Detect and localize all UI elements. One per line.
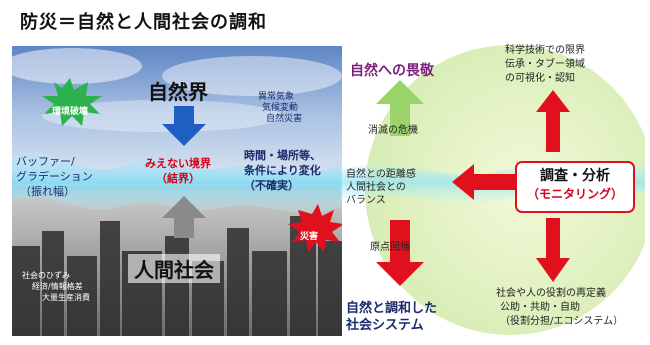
buffer-wave [12, 152, 342, 214]
arrow-down-blue [162, 106, 206, 146]
survey-label: 調査・分析 （モニタリング） [526, 168, 623, 201]
awe-label: 自然への畏敬 [350, 63, 434, 79]
env-destruction-burst [42, 78, 102, 126]
nature-label: 自然界 [148, 80, 208, 104]
city-silhouette [12, 216, 342, 336]
distance-label: 自然との距離感 人間社会との バランス [346, 169, 416, 206]
arrow-down-red-right [536, 218, 570, 282]
analysis-diagram [340, 45, 645, 335]
extinction-label: 消滅の危機 [368, 125, 418, 136]
disaster-label: 災害 [300, 232, 319, 242]
science-label: 科学技術での限界 伝承・タブー領域 の可視化・認知 [505, 45, 585, 84]
arrow-up-green [376, 80, 424, 136]
disaster-burst [288, 204, 342, 252]
invisible-boundary-label: みえない境界 （結界） [145, 157, 211, 185]
harmony-label: 自然と調和した 社会システム [346, 301, 438, 333]
roles-label: 社会や人の役割の再定義 公助・共助・自助 （役割分担/エコシステム） [496, 288, 624, 327]
arrow-down-red-left [376, 220, 424, 286]
abnormal-list: 異常気象 気候変動 自然災害 [258, 92, 302, 125]
time-place-label: 時間・場所等、 条件により変化 （不確実） [244, 149, 321, 192]
abnormal-weather: 異常気象 [258, 92, 295, 102]
env-destruction-label: 環境破壊 [52, 107, 89, 117]
page-title: 防災＝自然と人間社会の調和 [20, 12, 267, 33]
society-label: 人間社会 [128, 254, 220, 283]
society-distortion-list: 社会のひずみ 経済/情報格差 大量生産消費 [22, 271, 90, 302]
origin-return-label: 原点回帰 [370, 242, 410, 253]
arrow-up-gray [162, 196, 206, 238]
arrow-up-red [536, 90, 570, 152]
climate-change: 気候変動 [262, 103, 299, 113]
nature-society-illustration [12, 46, 342, 336]
survey-box [515, 161, 635, 213]
arrow-left-red [452, 164, 516, 200]
buffer-label: バッファー/ グラデーション （振れ幅） [16, 155, 93, 198]
natural-disaster: 自然災害 [266, 114, 303, 124]
